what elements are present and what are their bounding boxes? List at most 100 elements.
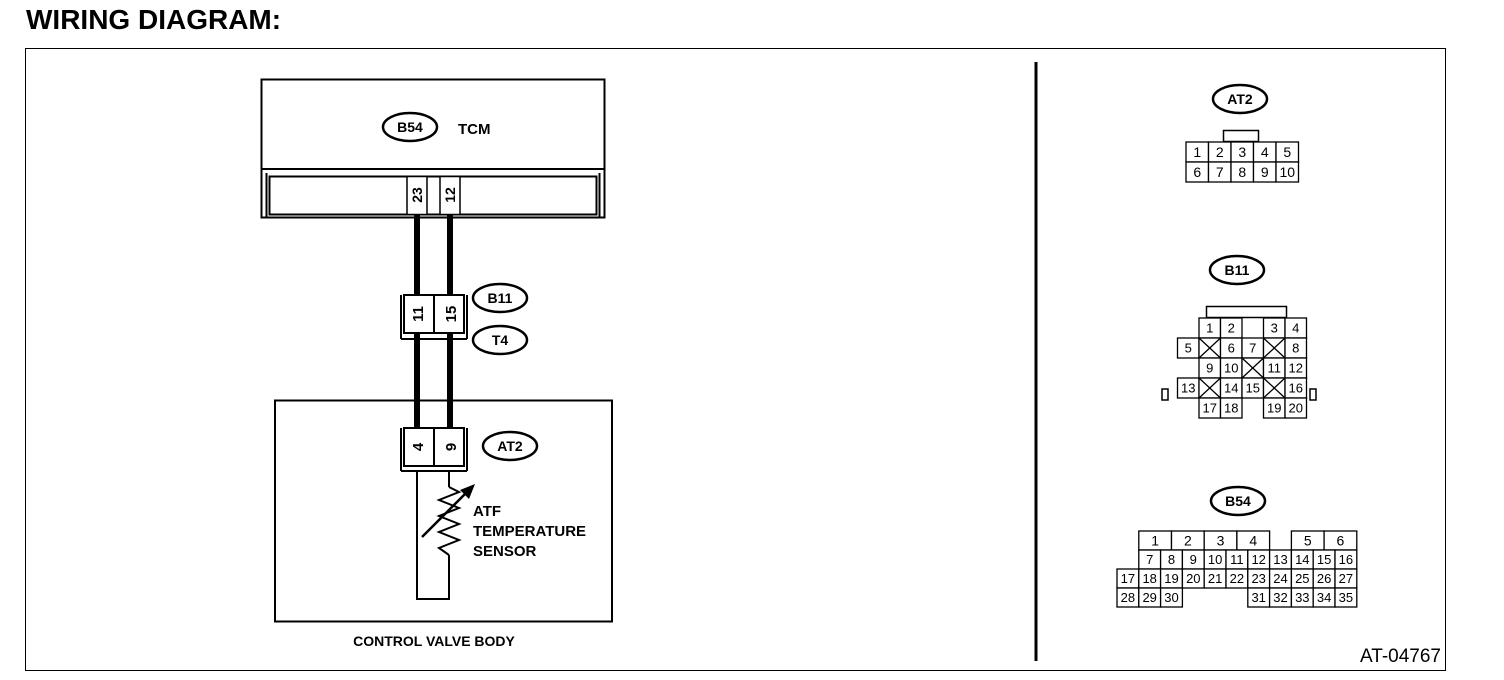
pin-number: 2 (1216, 144, 1224, 160)
pin-number: 8 (1238, 164, 1246, 180)
wiring-diagram: 23 12 B54 TCM 11 15 B11 T4 4 9 AT2 ATF T… (260, 62, 1358, 661)
pin-number: 20 (1289, 401, 1303, 416)
blank-pin-cross (1241, 357, 1264, 379)
pin-number: 30 (1164, 590, 1178, 605)
connector-badge-label: T4 (492, 332, 509, 348)
pin-number: 17 (1121, 571, 1135, 586)
pin-number: 10 (1279, 164, 1295, 180)
pin-number: 12 (1289, 361, 1303, 376)
sensor-loop-wire (416, 471, 450, 600)
diagram-frame: 23 12 B54 TCM 11 15 B11 T4 4 9 AT2 ATF T… (25, 48, 1446, 671)
pin-number: 22 (1230, 571, 1244, 586)
connector-badge-label: AT2 (497, 438, 523, 454)
pin-number: 19 (1164, 571, 1178, 586)
control-valve-body-label: CONTROL VALVE BODY (353, 633, 515, 649)
pin-number: 23 (1251, 571, 1265, 586)
pin-number: 29 (1142, 590, 1156, 605)
connector-view-badge-b54 (1209, 485, 1267, 517)
tcm-connector-strip (268, 175, 598, 216)
pin-number: 9 (1206, 361, 1213, 376)
blank-pin-cross (1263, 337, 1286, 359)
control-valve-body-box (274, 399, 613, 623)
pin-number: 25 (1295, 571, 1309, 586)
blank-pin-cross (1263, 377, 1286, 399)
pin-number: 13 (1273, 552, 1287, 567)
pin-number: 2 (1184, 533, 1192, 549)
tcm-label: TCM (458, 121, 491, 138)
pin-number: 35 (1339, 590, 1353, 605)
pin-cell (1159, 587, 1184, 608)
pin-number: 16 (1289, 381, 1303, 396)
pin-number: 8 (1292, 341, 1299, 356)
pin-number: 11 (1268, 361, 1282, 376)
pin-number: 8 (1168, 552, 1175, 567)
tcm-pin-cell (406, 175, 428, 216)
sensor-pin-label: 4 (410, 442, 427, 451)
pin-number: 7 (1146, 552, 1153, 567)
pin-number: 27 (1339, 571, 1353, 586)
connector-badge-t4 (471, 324, 529, 356)
connector-badge-b11 (471, 282, 529, 314)
pin-number: 10 (1224, 361, 1238, 376)
sensor-label-line: TEMPERATURE (473, 523, 586, 540)
pin-number: 34 (1317, 590, 1331, 605)
pin-number: 10 (1208, 552, 1222, 567)
pin-number: 4 (1249, 533, 1257, 549)
pin-cell (1284, 397, 1308, 419)
connector-side-latch (1309, 388, 1317, 401)
pin-number: 9 (1190, 552, 1197, 567)
pin-number: 15 (1246, 381, 1260, 396)
pin-number: 9 (1261, 164, 1269, 180)
pin-number: 28 (1121, 590, 1135, 605)
pin-number: 33 (1295, 590, 1309, 605)
pin-number: 14 (1224, 381, 1238, 396)
pin-number: 6 (1193, 164, 1201, 180)
pin-number: 31 (1251, 590, 1265, 605)
tcm-box (260, 78, 606, 219)
pin-number: 17 (1203, 401, 1217, 416)
pin-number: 24 (1273, 571, 1287, 586)
pin-number: 18 (1224, 401, 1238, 416)
pin-number: 15 (1317, 552, 1331, 567)
pin-number: 7 (1249, 341, 1256, 356)
pin-number: 6 (1228, 341, 1235, 356)
blank-pin-cross (1198, 337, 1221, 359)
tcm-pin-label: 23 (409, 187, 425, 203)
pin-number: 12 (1251, 552, 1265, 567)
pin-number: 1 (1193, 144, 1201, 160)
pin-number: 6 (1337, 533, 1345, 549)
thermistor-arrow-head (460, 484, 475, 499)
thermistor-zigzag (436, 486, 462, 556)
pin-number: 26 (1317, 571, 1331, 586)
pin-number: 14 (1295, 552, 1309, 567)
connector-lock-tab (1205, 305, 1288, 319)
connector-lock-tab (1222, 129, 1260, 143)
joint-pin-label: 11 (410, 306, 427, 322)
pin-number: 1 (1151, 533, 1159, 549)
sensor-pin-label: 9 (443, 443, 460, 451)
pin-number: 4 (1292, 321, 1299, 336)
pin-number: 16 (1339, 552, 1353, 567)
connector-view-name: AT2 (1227, 91, 1253, 107)
connector-view-name: B54 (1225, 493, 1251, 509)
pin-number: 32 (1273, 590, 1287, 605)
tcm-pin-cell (439, 175, 461, 216)
connector-view-name: B11 (1225, 262, 1250, 278)
tcm-pin-label: 12 (442, 187, 458, 203)
connector-badge-at2 (481, 430, 539, 462)
pin-number: 5 (1283, 144, 1291, 160)
connector-side-latch (1161, 388, 1169, 401)
sensor-label-line: ATF (473, 503, 501, 520)
pin-number: 21 (1208, 571, 1222, 586)
thermistor-arrow-shaft (421, 488, 471, 538)
connector-view-badge-at2 (1211, 83, 1269, 115)
pin-number: 3 (1217, 533, 1225, 549)
connector-view-badge-b11 (1208, 254, 1266, 286)
pin-number: 13 (1181, 381, 1195, 396)
sensor-label-line: SENSOR (473, 543, 537, 560)
pin-cell (1219, 397, 1243, 419)
joint-pin-label: 15 (443, 306, 460, 323)
pin-number: 3 (1238, 144, 1246, 160)
connector-badge-label: B54 (397, 119, 423, 135)
